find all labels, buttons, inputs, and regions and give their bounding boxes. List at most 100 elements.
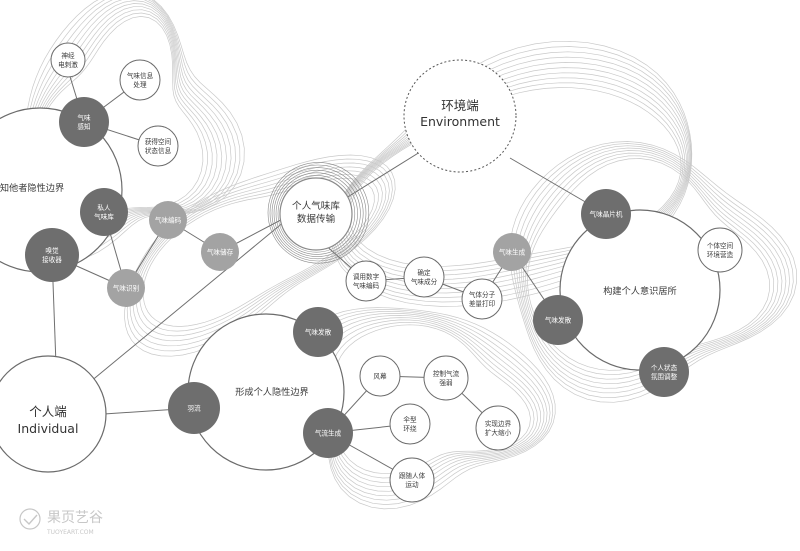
hub-labels: 环境端 Environment 个人端 Individual 个人气味库 数据传… — [18, 98, 500, 436]
node-smell-emit-m: 气味发散 — [293, 307, 343, 357]
node-smell-gen-m: 气流生成 — [303, 408, 353, 458]
watermark: 果页艺谷 TUOYEART.COM — [19, 508, 103, 536]
node-smell-chip: 气味晶片机 — [581, 189, 631, 239]
watermark-check-icon — [23, 514, 38, 526]
node-wind: 风幕 — [359, 355, 401, 397]
node-circle — [461, 278, 503, 320]
contour-line — [518, 147, 787, 389]
node-label: 确定 — [417, 268, 431, 277]
node-label: 嗅觉 — [45, 246, 59, 255]
watermark-logo-icon — [19, 508, 41, 530]
node-label: 状态信息 — [145, 146, 172, 155]
node-label: 风幕 — [373, 371, 387, 380]
node-circle — [149, 201, 187, 239]
contour-line — [327, 319, 538, 483]
node-label: 气味晶片机 — [590, 209, 623, 218]
node-label: 强弱 — [439, 379, 453, 387]
node-circle — [359, 355, 401, 397]
individual-label-en: Individual — [18, 421, 79, 436]
watermark-text: 果页艺谷 — [47, 510, 103, 526]
node-label: 差量打印 — [469, 299, 496, 308]
node-label: 氛围调整 — [651, 372, 678, 381]
database-ring — [271, 167, 364, 260]
node-circle — [533, 295, 583, 345]
process-nodes: 气味感知神经电刺激气味信息处理获得空间状态信息私人气味库嗅觉接收器气味编码气味识… — [25, 42, 743, 503]
database-label-line2: 数据传输 — [297, 213, 336, 225]
node-label: 气味发散 — [305, 327, 332, 336]
database-hub — [267, 162, 370, 264]
node-label: 气味编码 — [155, 215, 182, 224]
node-circle — [389, 457, 435, 503]
node-circle — [493, 233, 531, 271]
node-label: 羽流 — [187, 403, 201, 412]
database-ring — [277, 175, 356, 253]
node-label: 环境营造 — [707, 250, 734, 259]
node-label: 个人状态 — [651, 363, 678, 372]
node-label: 气流生成 — [315, 428, 342, 437]
contour-line — [23, 0, 241, 256]
node-label: 个体空间 — [707, 241, 734, 250]
node-circle — [80, 188, 128, 236]
node-circle — [50, 42, 86, 78]
contour-line — [132, 166, 387, 342]
node-label: 跟随人体 — [399, 471, 426, 480]
database-label-line1: 个人气味库 — [292, 200, 340, 212]
individual-hub-circle — [0, 355, 107, 473]
node-smell-gen-r: 气味生成 — [493, 233, 531, 271]
environment-label-cn: 环境端 — [441, 98, 479, 113]
node-label: 气味发散 — [545, 315, 572, 324]
edge — [89, 211, 297, 383]
database-ring — [267, 162, 370, 264]
contour-line — [135, 170, 383, 337]
node-label: 气味编码 — [353, 281, 380, 290]
node-circle — [581, 189, 631, 239]
node-circle — [59, 97, 109, 147]
node-circle — [639, 347, 689, 397]
node-label: 接收器 — [42, 255, 62, 264]
node-circle — [201, 233, 239, 271]
node-circle — [403, 256, 445, 298]
node-circle — [119, 59, 161, 101]
region-labels: 知他者隐性边界 形成个人隐性边界 构建个人意识居所 — [0, 182, 677, 398]
node-circle — [168, 382, 220, 434]
node-label: 私人 — [97, 203, 111, 212]
node-circle — [25, 228, 79, 282]
environment-hub-circle — [403, 59, 517, 173]
node-label: 气味库 — [94, 212, 114, 221]
node-circle — [303, 408, 353, 458]
node-smell-identify: 气味识别 — [107, 269, 145, 307]
node-smell-store: 气味储存 — [201, 233, 239, 271]
node-circle — [107, 269, 145, 307]
contour-line — [126, 158, 393, 352]
node-plume: 羽流 — [168, 382, 220, 434]
node-circle — [697, 227, 743, 273]
contour-line — [124, 154, 396, 357]
node-label: 控制气流 — [433, 369, 460, 378]
node-label: 获得空间 — [145, 137, 172, 146]
node-smell-encode: 气味编码 — [149, 201, 187, 239]
database-ring — [269, 164, 367, 262]
node-label: 伞型 — [403, 415, 417, 424]
node-label: 气味信息 — [127, 71, 154, 80]
node-circle — [423, 355, 469, 401]
node-label: 扩大缩小 — [485, 428, 512, 437]
node-circle — [475, 405, 521, 451]
individual-label-cn: 个人端 — [29, 404, 67, 419]
node-circle — [293, 307, 343, 357]
contour-line — [142, 177, 375, 327]
node-label: 实现边界 — [485, 419, 512, 428]
